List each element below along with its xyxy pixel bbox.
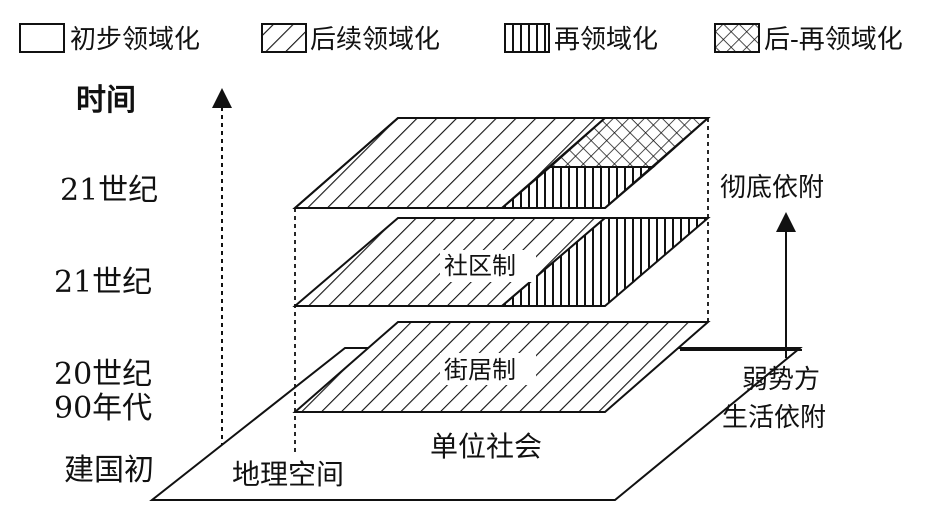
time-label-base: 建国初 (64, 453, 154, 488)
axis-title: 时间 (76, 83, 136, 118)
legend-swatch-vertical (504, 23, 550, 53)
layer-top (292, 117, 711, 209)
layer-top-outline (292, 117, 711, 209)
time-label-lower-2: 90年代 (54, 391, 152, 426)
layer-middle-plane-vertical (499, 217, 711, 307)
legend-swatch-blank (19, 23, 65, 53)
legend-item-re: 再领域化 (504, 23, 658, 55)
time-axis: 时间 (76, 83, 232, 455)
time-labels: 21世纪 21世纪 20世纪 90年代 建国初 (54, 173, 158, 488)
legend-item-initial: 初步领域化 (19, 23, 200, 55)
side-label-bottom-1: 弱势方 (742, 365, 820, 395)
layer-bottom-label: 街居制 (444, 356, 516, 384)
legend-swatch-crosshatch (714, 23, 760, 53)
time-label-middle: 21世纪 (54, 265, 152, 300)
legend-item-subsequent: 后续领域化 (261, 23, 440, 55)
base-space-label: 地理空间 (232, 458, 344, 491)
legend-label: 初步领域化 (70, 25, 200, 55)
layer-middle: 社区制 (292, 217, 711, 307)
legend: 初步领域化 后续领域化 再领域化 后-再领域化 (19, 23, 903, 55)
legend-label: 后续领域化 (310, 25, 440, 55)
legend-swatch-diagonal (261, 23, 307, 53)
legend-label: 再领域化 (554, 25, 658, 55)
layer-middle-label-bg (440, 250, 536, 282)
time-label-top: 21世纪 (60, 173, 158, 208)
layer-bottom: 街居制 (292, 321, 711, 413)
side-label-bottom-2: 生活依附 (722, 403, 826, 433)
layer-connectors (294, 118, 709, 455)
time-label-lower-1: 20世纪 (54, 357, 152, 392)
layer-bottom-label-bg (440, 353, 536, 385)
base-plane: 地理空间 单位社会 (149, 347, 803, 501)
legend-label: 后-再领域化 (764, 25, 903, 55)
layer-middle-label: 社区制 (444, 252, 516, 280)
side-label-top: 彻底依附 (720, 173, 824, 203)
legend-item-post-re: 后-再领域化 (714, 23, 903, 55)
dependency-annotations: 彻底依附 弱势方 生活依附 (680, 173, 826, 433)
base-unit-label: 单位社会 (430, 430, 542, 463)
